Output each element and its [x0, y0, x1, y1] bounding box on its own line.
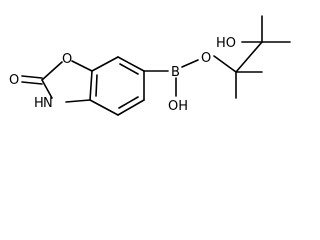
bond-inner-c5-c4: [118, 96, 139, 109]
bond-c2-n3: [41, 79, 53, 99]
bond-o1-c7a: [71, 60, 93, 72]
bond-inner-c3a-c7a: [95, 74, 98, 97]
bond-c7a-c7: [91, 56, 119, 72]
atom-boron-hydroxyl: OH: [168, 99, 188, 114]
bond-inner-c7-c6: [119, 63, 139, 75]
bond-n3-c3a: [65, 99, 91, 103]
bond-layer: [21, 15, 291, 116]
atom-ring-oxygen: O: [62, 52, 72, 67]
atom-carbonyl-oxygen: O: [9, 73, 19, 88]
bond-c7a-c3a: [89, 70, 93, 101]
bond-c7-c6: [117, 56, 145, 72]
bond-carbonyl-double-a: [21, 75, 43, 79]
atom-boron-oxygen: O: [201, 51, 211, 66]
atom-diol-hydroxyl: HO: [216, 36, 236, 51]
atom-boron: B: [171, 65, 180, 80]
atom-ring-nitrogen-hydrogen: H: [34, 96, 44, 111]
structure-diagram: O O H N B O OH HO: [9, 15, 291, 116]
bond-boron-oxygen: [181, 59, 199, 68]
atom-ring-nitrogen: N: [43, 96, 53, 111]
bond-carbonyl-double-b: [21, 81, 43, 85]
bond-c4-c3a: [89, 99, 119, 116]
bond-quat-quat: [235, 41, 263, 73]
bond-oxygen-quat-carbon: [213, 55, 237, 73]
bond-c2-o1: [41, 61, 63, 81]
bond-c5-c4: [117, 99, 145, 116]
atom-label-layer: O O H N B O OH HO: [9, 36, 236, 114]
